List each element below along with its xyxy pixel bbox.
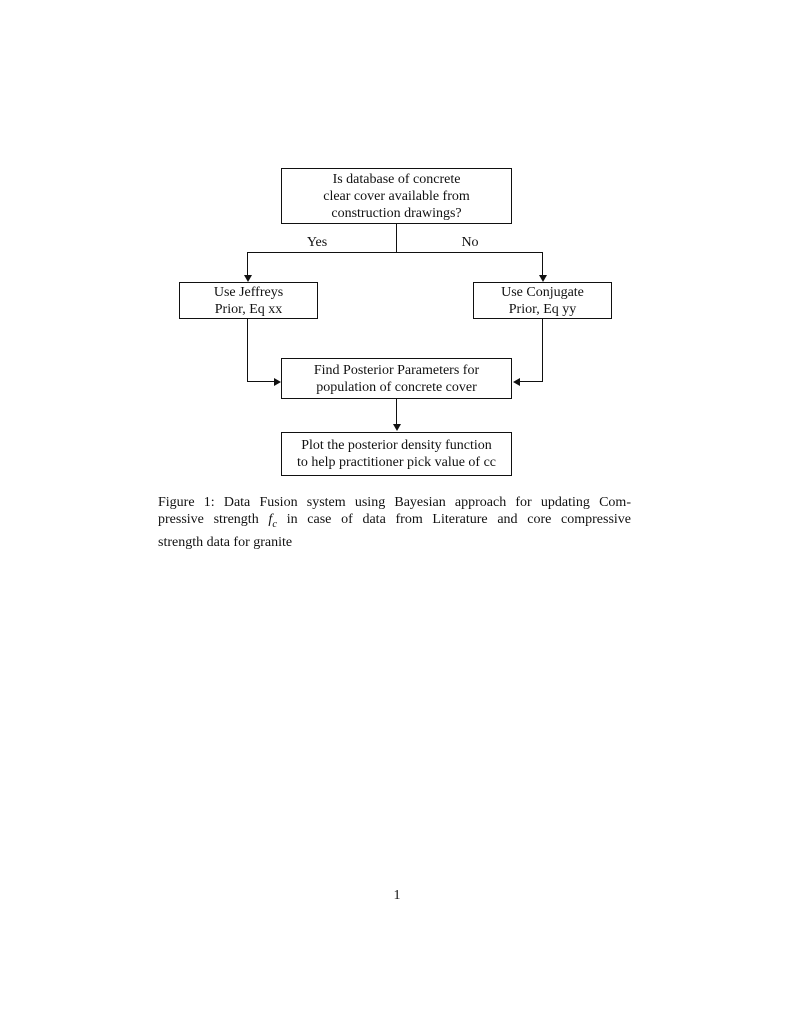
arrowhead-conjugate-icon [513,378,520,386]
node-text-line: Use Jeffreys [213,284,284,300]
figure-caption: Figure 1: Data Fusion system using Bayes… [158,494,631,551]
edge-label-yes: Yes [306,235,328,250]
connector-branch-horizontal [247,252,543,253]
math-fc: fc [268,512,277,531]
node-text-line: clear cover available from [323,188,470,204]
node-text-line: population of concrete cover [316,379,477,395]
node-text-line: construction drawings? [331,205,462,221]
node-plot-density: Plot the posterior density function to h… [281,432,512,476]
arrowhead-plot-icon [393,424,401,431]
caption-line-2-post: in case of data from Literature and core… [286,512,632,528]
node-jeffreys-prior: Use Jeffreys Prior, Eq xx [179,282,318,319]
connector-yes-stem [247,252,248,276]
node-text-line: Is database of concrete [332,171,461,187]
node-posterior-parameters: Find Posterior Parameters for population… [281,358,512,399]
connector-conjugate-horizontal [519,381,543,382]
node-text-line: Use Conjugate [501,284,584,300]
connector-jeffreys-down [247,318,248,382]
caption-line-3: strength data for granite [158,534,293,550]
page-number: 1 [393,888,401,903]
node-text-line: to help practitioner pick value of cc [296,455,497,470]
caption-line-2: pressive strength fc in case of data fro… [158,511,631,533]
connector-jeffreys-horizontal [247,381,275,382]
math-base: f [268,512,273,528]
node-text-line: Find Posterior Parameters for [313,362,480,378]
node-text-line: Plot the posterior density function [301,438,492,453]
arrowhead-yes-icon [244,275,252,282]
arrowhead-jeffreys-icon [274,378,281,386]
math-subscript: c [272,519,277,531]
connector-conjugate-down [542,318,543,382]
node-decision: Is database of concrete clear cover avai… [281,168,512,224]
caption-line-2-pre: pressive strength [158,512,259,528]
caption-line-1: Figure 1: Data Fusion system using Bayes… [158,495,631,510]
connector-posterior-stem [396,398,397,425]
edge-label-no: No [461,235,479,250]
connector-no-stem [542,252,543,276]
connector-decision-stem [396,223,397,253]
arrowhead-no-icon [539,275,547,282]
node-conjugate-prior: Use Conjugate Prior, Eq yy [473,282,612,319]
node-text-line: Prior, Eq xx [214,301,283,317]
node-text-line: Prior, Eq yy [508,301,577,317]
